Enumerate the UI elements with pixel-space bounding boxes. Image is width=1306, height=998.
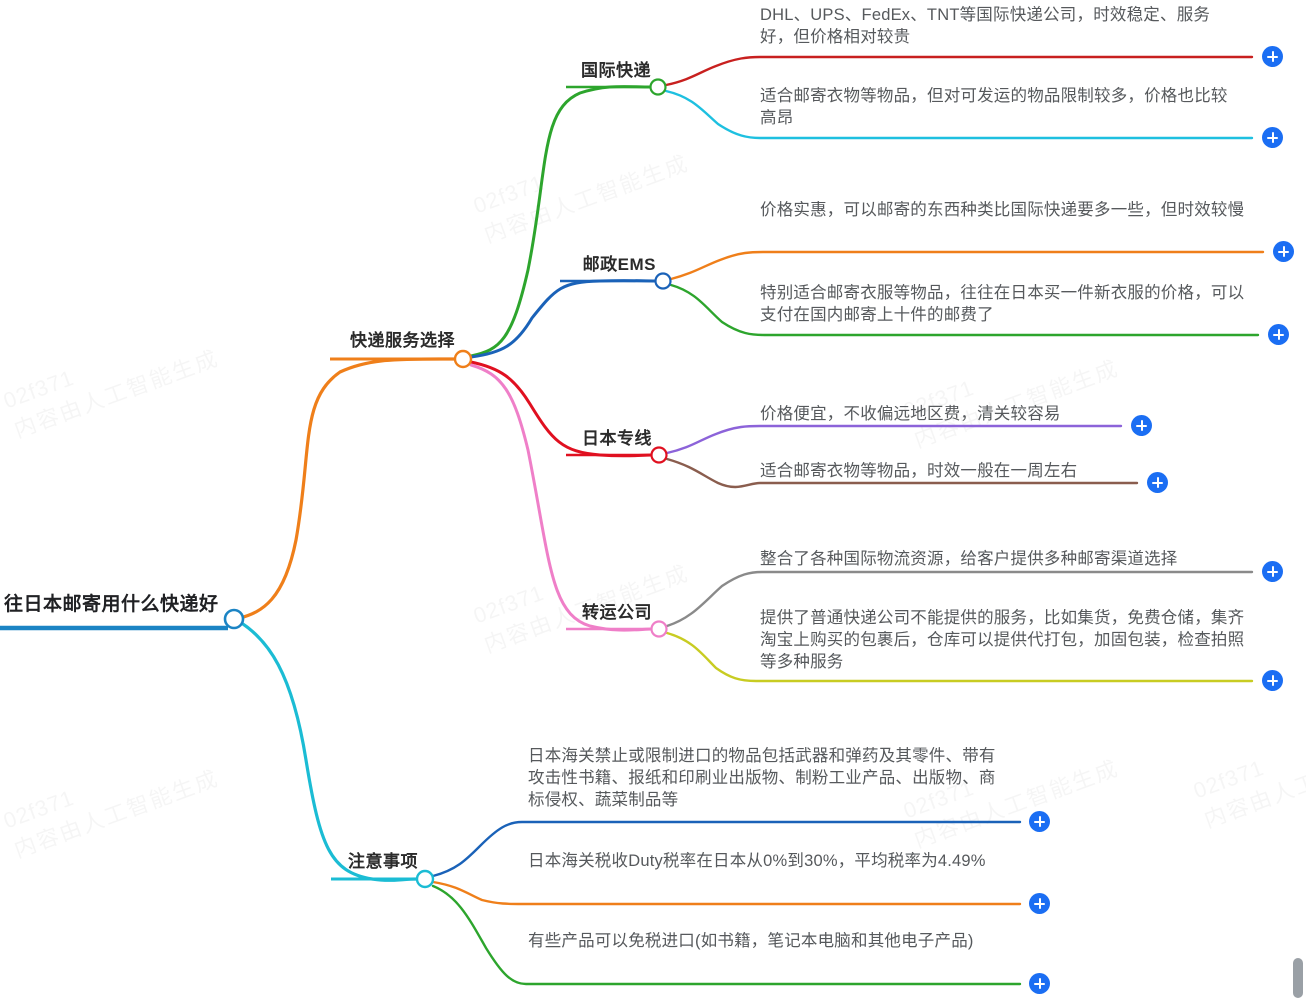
- expand-button-international-1[interactable]: [1262, 46, 1283, 67]
- branch-label-japan-line[interactable]: 日本专线: [582, 429, 652, 448]
- node-circle-japan-line: [650, 446, 668, 464]
- expand-button-japanline-2[interactable]: [1147, 472, 1168, 493]
- watermark-0: 02f371内容由人工智能生成: [0, 316, 223, 444]
- watermark-6: 02f371内容由人工智能生成: [1190, 706, 1306, 834]
- node-circle-express-service: [453, 349, 473, 369]
- link-japanline-leaf-1: [665, 424, 1123, 455]
- link-notes-leaf-2: [431, 880, 1022, 906]
- root-node-label[interactable]: 往日本邮寄用什么快递好: [4, 594, 219, 615]
- node-circle-forwarder: [650, 620, 668, 638]
- branch-label-express-service[interactable]: 快递服务选择: [350, 331, 455, 350]
- watermark-4: 02f371内容由人工智能生成: [900, 326, 1123, 454]
- leaf-japanline-1[interactable]: 价格便宜，不收偏远地区费，清关较容易: [760, 405, 1061, 423]
- leaf-notes-3[interactable]: 有些产品可以免税进口(如书籍，笔记本电脑和其他电子产品): [528, 932, 974, 950]
- leaf-ems-2[interactable]: 特别适合邮寄衣服等物品，往往在日本买一件新衣服的价格，可以支付在国内邮寄上十件的…: [760, 284, 1245, 324]
- leaf-notes-1[interactable]: 日本海关禁止或限制进口的物品包括武器和弹药及其零件、带有攻击性书籍、报纸和印刷业…: [528, 747, 996, 809]
- link-ems-leaf-1: [669, 250, 1265, 281]
- link-root-to-notes: [238, 620, 420, 882]
- leaf-international-1[interactable]: DHL、UPS、FedEx、TNT等国际快递公司，时效稳定、服务好，但价格相对较…: [760, 6, 1211, 46]
- link-express-to-international: [469, 85, 653, 358]
- branch-label-ems[interactable]: 邮政EMS: [582, 255, 656, 274]
- node-circle-notes: [415, 869, 435, 889]
- link-root-to-express-service: [238, 357, 457, 620]
- leaf-forwarder-2[interactable]: 提供了普通快递公司不能提供的服务，比如集货，免费仓储，集齐淘宝上购买的包裹后，仓…: [760, 609, 1245, 671]
- node-circle-ems: [654, 272, 672, 290]
- leaf-forwarder-1[interactable]: 整合了各种国际物流资源，给客户提供多种邮寄渠道选择: [760, 550, 1178, 568]
- expand-button-notes-1[interactable]: [1029, 811, 1050, 832]
- link-international-leaf-1: [664, 55, 1254, 87]
- vertical-scrollbar-thumb[interactable]: [1293, 958, 1303, 998]
- watermark-3: 02f371内容由人工智能生成: [470, 531, 693, 659]
- node-circle-international: [649, 78, 667, 96]
- leaf-international-2[interactable]: 适合邮寄衣物等物品，但对可发运的物品限制较多，价格也比较高昂: [760, 87, 1228, 127]
- expand-button-forwarder-2[interactable]: [1262, 670, 1283, 691]
- branch-label-forwarder[interactable]: 转运公司: [582, 603, 652, 622]
- leaf-japanline-2[interactable]: 适合邮寄衣物等物品，时效一般在一周左右: [760, 462, 1078, 480]
- leaf-notes-2[interactable]: 日本海关税收Duty税率在日本从0%到30%，平均税率为4.49%: [528, 852, 986, 870]
- expand-button-notes-3[interactable]: [1029, 973, 1050, 994]
- expand-button-japanline-1[interactable]: [1131, 415, 1152, 436]
- link-express-to-ems: [469, 279, 658, 359]
- expand-button-notes-2[interactable]: [1029, 893, 1050, 914]
- branch-label-international[interactable]: 国际快递: [581, 61, 651, 80]
- leaf-ems-1[interactable]: 价格实惠，可以邮寄的东西种类比国际快递要多一些，但时效较慢: [760, 201, 1245, 219]
- expand-button-ems-2[interactable]: [1268, 324, 1289, 345]
- expand-button-ems-1[interactable]: [1273, 241, 1294, 262]
- branch-label-notes[interactable]: 注意事项: [348, 852, 418, 871]
- watermark-1: 02f371内容由人工智能生成: [0, 736, 223, 864]
- expand-button-international-2[interactable]: [1262, 127, 1283, 148]
- link-express-to-forwarder: [469, 363, 654, 632]
- watermark-2: 02f371内容由人工智能生成: [470, 121, 693, 249]
- expand-button-forwarder-1[interactable]: [1262, 561, 1283, 582]
